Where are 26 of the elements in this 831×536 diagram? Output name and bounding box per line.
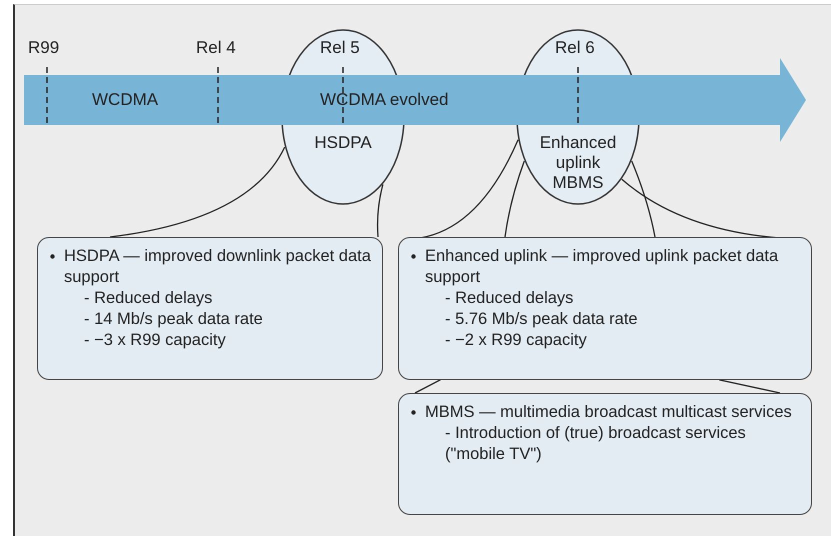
callout-line <box>376 184 384 238</box>
band-label: WCDMA evolved <box>320 90 448 110</box>
callout-box <box>398 393 812 515</box>
release-label: Rel 6 <box>555 38 595 58</box>
bullet-text: MBMS — multimedia broadcast multicast services <box>425 402 801 423</box>
sub-bullet-text: - 5.76 Mb/s peak data rate <box>444 309 639 330</box>
feature-name: MBMS <box>552 173 604 193</box>
feature-name: Enhanced uplink <box>538 133 618 173</box>
release-label: R99 <box>28 38 60 58</box>
callout-line <box>631 160 656 238</box>
callout-line <box>504 160 525 238</box>
sub-bullet-text: - Reduced delays <box>83 288 214 309</box>
release-label: Rel 4 <box>196 38 236 58</box>
sub-bullet-text: - 14 Mb/s peak data rate <box>83 309 264 330</box>
sub-bullet-text: - Introduction of (true) broadcast services ("mobile TV") <box>444 423 747 465</box>
callout-line <box>110 146 286 238</box>
callout-box <box>398 237 812 380</box>
release-label: Rel 5 <box>320 38 360 58</box>
feature-name: HSDPA <box>313 133 373 153</box>
callout-box <box>37 237 383 380</box>
sub-bullet-text: - Reduced delays <box>444 288 574 309</box>
bullet-text: Enhanced uplink — improved uplink packet data support <box>425 246 801 288</box>
sub-bullet-text: - −3 x R99 capacity <box>83 330 227 351</box>
sub-bullet-text: - −2 x R99 capacity <box>444 330 588 351</box>
bullet-text: HSDPA — improved downlink packet data support <box>64 246 372 288</box>
band-label: WCDMA <box>92 90 158 110</box>
